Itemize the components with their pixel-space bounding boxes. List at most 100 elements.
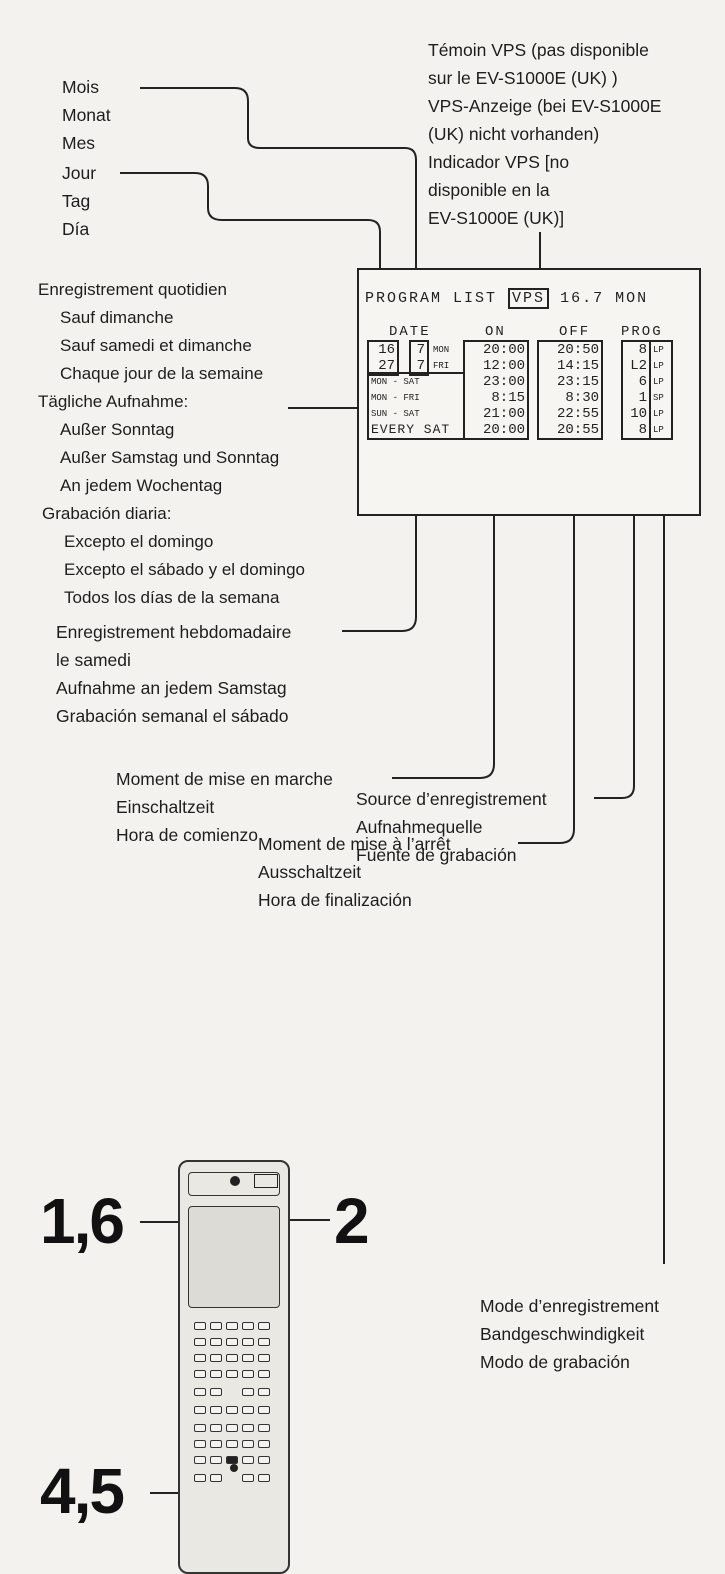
daily-row: SUN - SAT xyxy=(371,409,420,419)
step-label-2: 2 xyxy=(334,1185,370,1257)
remote-button xyxy=(258,1354,270,1362)
daily-fr-item: Sauf samedi et dimanche xyxy=(60,336,252,355)
remote-button xyxy=(194,1474,206,1482)
remote-button xyxy=(226,1406,238,1414)
remote-button xyxy=(194,1338,206,1346)
on-times-box: 20:00 12:00 23:00 8:15 21:00 20:00 xyxy=(463,340,529,440)
month-box: 7 7 xyxy=(409,340,429,376)
vps-note: Témoin VPS (pas disponible sur le EV-S10… xyxy=(428,36,661,232)
remote-button xyxy=(194,1354,206,1362)
remote-button xyxy=(258,1388,270,1396)
daily-box: MON - SAT MON - FRI SUN - SAT EVERY SAT xyxy=(367,372,465,440)
vps-note-line: Témoin VPS (pas disponible xyxy=(428,40,649,60)
day-labels: Jour Tag Día xyxy=(62,159,96,243)
mode-label: Mode d’enregistrement xyxy=(480,1296,659,1316)
remote-button xyxy=(210,1338,222,1346)
remote-top-panel xyxy=(188,1172,280,1196)
on-time: 20:00 xyxy=(482,422,525,438)
remote-cover xyxy=(188,1206,280,1308)
prog-number: 6 xyxy=(638,374,647,390)
prog-number: 8 xyxy=(638,422,647,438)
step-label-4-5: 4,5 xyxy=(40,1455,125,1527)
daily-es-item: Todos los días de la semana xyxy=(64,588,280,607)
remote-timer-button xyxy=(230,1176,240,1186)
col-on-header: ON xyxy=(485,324,506,340)
speed-value: LP xyxy=(653,377,664,387)
program-list-header: PROGRAM LIST VPS 16.7 MON xyxy=(365,288,649,309)
off-time: 20:55 xyxy=(556,422,599,438)
leader-off xyxy=(518,460,575,844)
speed-value: LP xyxy=(653,345,664,355)
daily-fr-item: Chaque jour de la semaine xyxy=(60,364,264,383)
daily-row: MON - SAT xyxy=(371,377,420,387)
off-time: 23:15 xyxy=(556,374,599,390)
remote-button xyxy=(242,1474,254,1482)
source-labels: Source d’enregistrement Aufnahmequelle F… xyxy=(356,785,547,869)
vps-note-line: (UK) nicht vorhanden) xyxy=(428,124,600,144)
stop-label: Moment de mise à l’arrêt xyxy=(258,834,451,854)
month-value: 7 xyxy=(416,342,425,358)
daily-de-item: Außer Samstag und Sonntag xyxy=(60,448,280,467)
leader-month xyxy=(140,87,417,290)
day-value: 27 xyxy=(378,358,395,374)
mode-label: Modo de grabación xyxy=(480,1352,630,1372)
remote-button xyxy=(226,1354,238,1362)
remote-button xyxy=(226,1370,238,1378)
on-time: 8:15 xyxy=(491,390,525,406)
off-times-box: 20:50 14:15 23:15 8:30 22:55 20:55 xyxy=(537,340,603,440)
remote-button xyxy=(242,1424,254,1432)
col-date-header: DATE xyxy=(389,324,431,340)
off-time: 8:30 xyxy=(565,390,599,406)
on-time: 21:00 xyxy=(482,406,525,422)
mode-label: Bandgeschwindigkeit xyxy=(480,1324,645,1344)
vps-note-line: VPS-Anzeige (bei EV-S1000E xyxy=(428,96,662,116)
remote-button xyxy=(226,1440,238,1448)
remote-button xyxy=(194,1440,206,1448)
remote-button xyxy=(194,1406,206,1414)
start-label: Moment de mise en marche xyxy=(116,769,333,789)
daily-fr-item: Sauf dimanche xyxy=(60,308,174,327)
remote-button xyxy=(242,1440,254,1448)
weekday-value: FRI xyxy=(433,361,450,371)
remote-button xyxy=(210,1474,222,1482)
remote-button xyxy=(210,1322,222,1330)
speed-value: SP xyxy=(653,393,664,403)
on-time: 20:00 xyxy=(482,342,525,358)
weekday-col: MON FRI xyxy=(433,342,449,374)
month-labels: Mois Monat Mes xyxy=(62,73,111,157)
leader-weekly xyxy=(342,470,417,632)
step-label-1-6: 1,6 xyxy=(40,1185,125,1257)
day-box: 16 27 xyxy=(367,340,399,376)
speed-value: LP xyxy=(653,361,664,371)
weekly-label: Aufnahme an jedem Samstag xyxy=(56,678,287,698)
remote-button xyxy=(194,1388,206,1396)
on-time: 12:00 xyxy=(482,358,525,374)
current-date: 16.7 MON xyxy=(560,290,649,307)
speed-value: LP xyxy=(653,425,664,435)
daily-de-item: Außer Sonntag xyxy=(60,420,175,439)
col-off-header: OFF xyxy=(559,324,591,340)
day-label: Día xyxy=(62,219,90,239)
prog-number: 1 xyxy=(638,390,647,406)
weekly-label: Enregistrement hebdomadaire xyxy=(56,622,292,642)
leader-day xyxy=(120,172,381,290)
remote-button xyxy=(242,1338,254,1346)
off-time: 20:50 xyxy=(556,342,599,358)
remote-button xyxy=(210,1388,222,1396)
leader-on xyxy=(392,460,495,779)
month-label: Mois xyxy=(62,77,99,97)
remote-program-button xyxy=(254,1174,278,1188)
remote-button xyxy=(242,1456,254,1464)
program-list-title: PROGRAM LIST xyxy=(365,290,498,307)
remote-button xyxy=(258,1322,270,1330)
remote-button xyxy=(242,1370,254,1378)
vps-note-line: Indicador VPS [no xyxy=(428,152,570,172)
remote-button xyxy=(194,1322,206,1330)
prog-number: 8 xyxy=(638,342,647,358)
daily-labels: Enregistrement quotidien Sauf dimanche S… xyxy=(38,276,305,612)
vps-note-line: sur le EV-S1000E (UK) ) xyxy=(428,68,618,88)
program-list-screen: PROGRAM LIST VPS 16.7 MON DATE ON OFF PR… xyxy=(357,268,701,516)
remote-button xyxy=(210,1354,222,1362)
source-label: Source d’enregistrement xyxy=(356,789,547,809)
remote-button xyxy=(242,1354,254,1362)
